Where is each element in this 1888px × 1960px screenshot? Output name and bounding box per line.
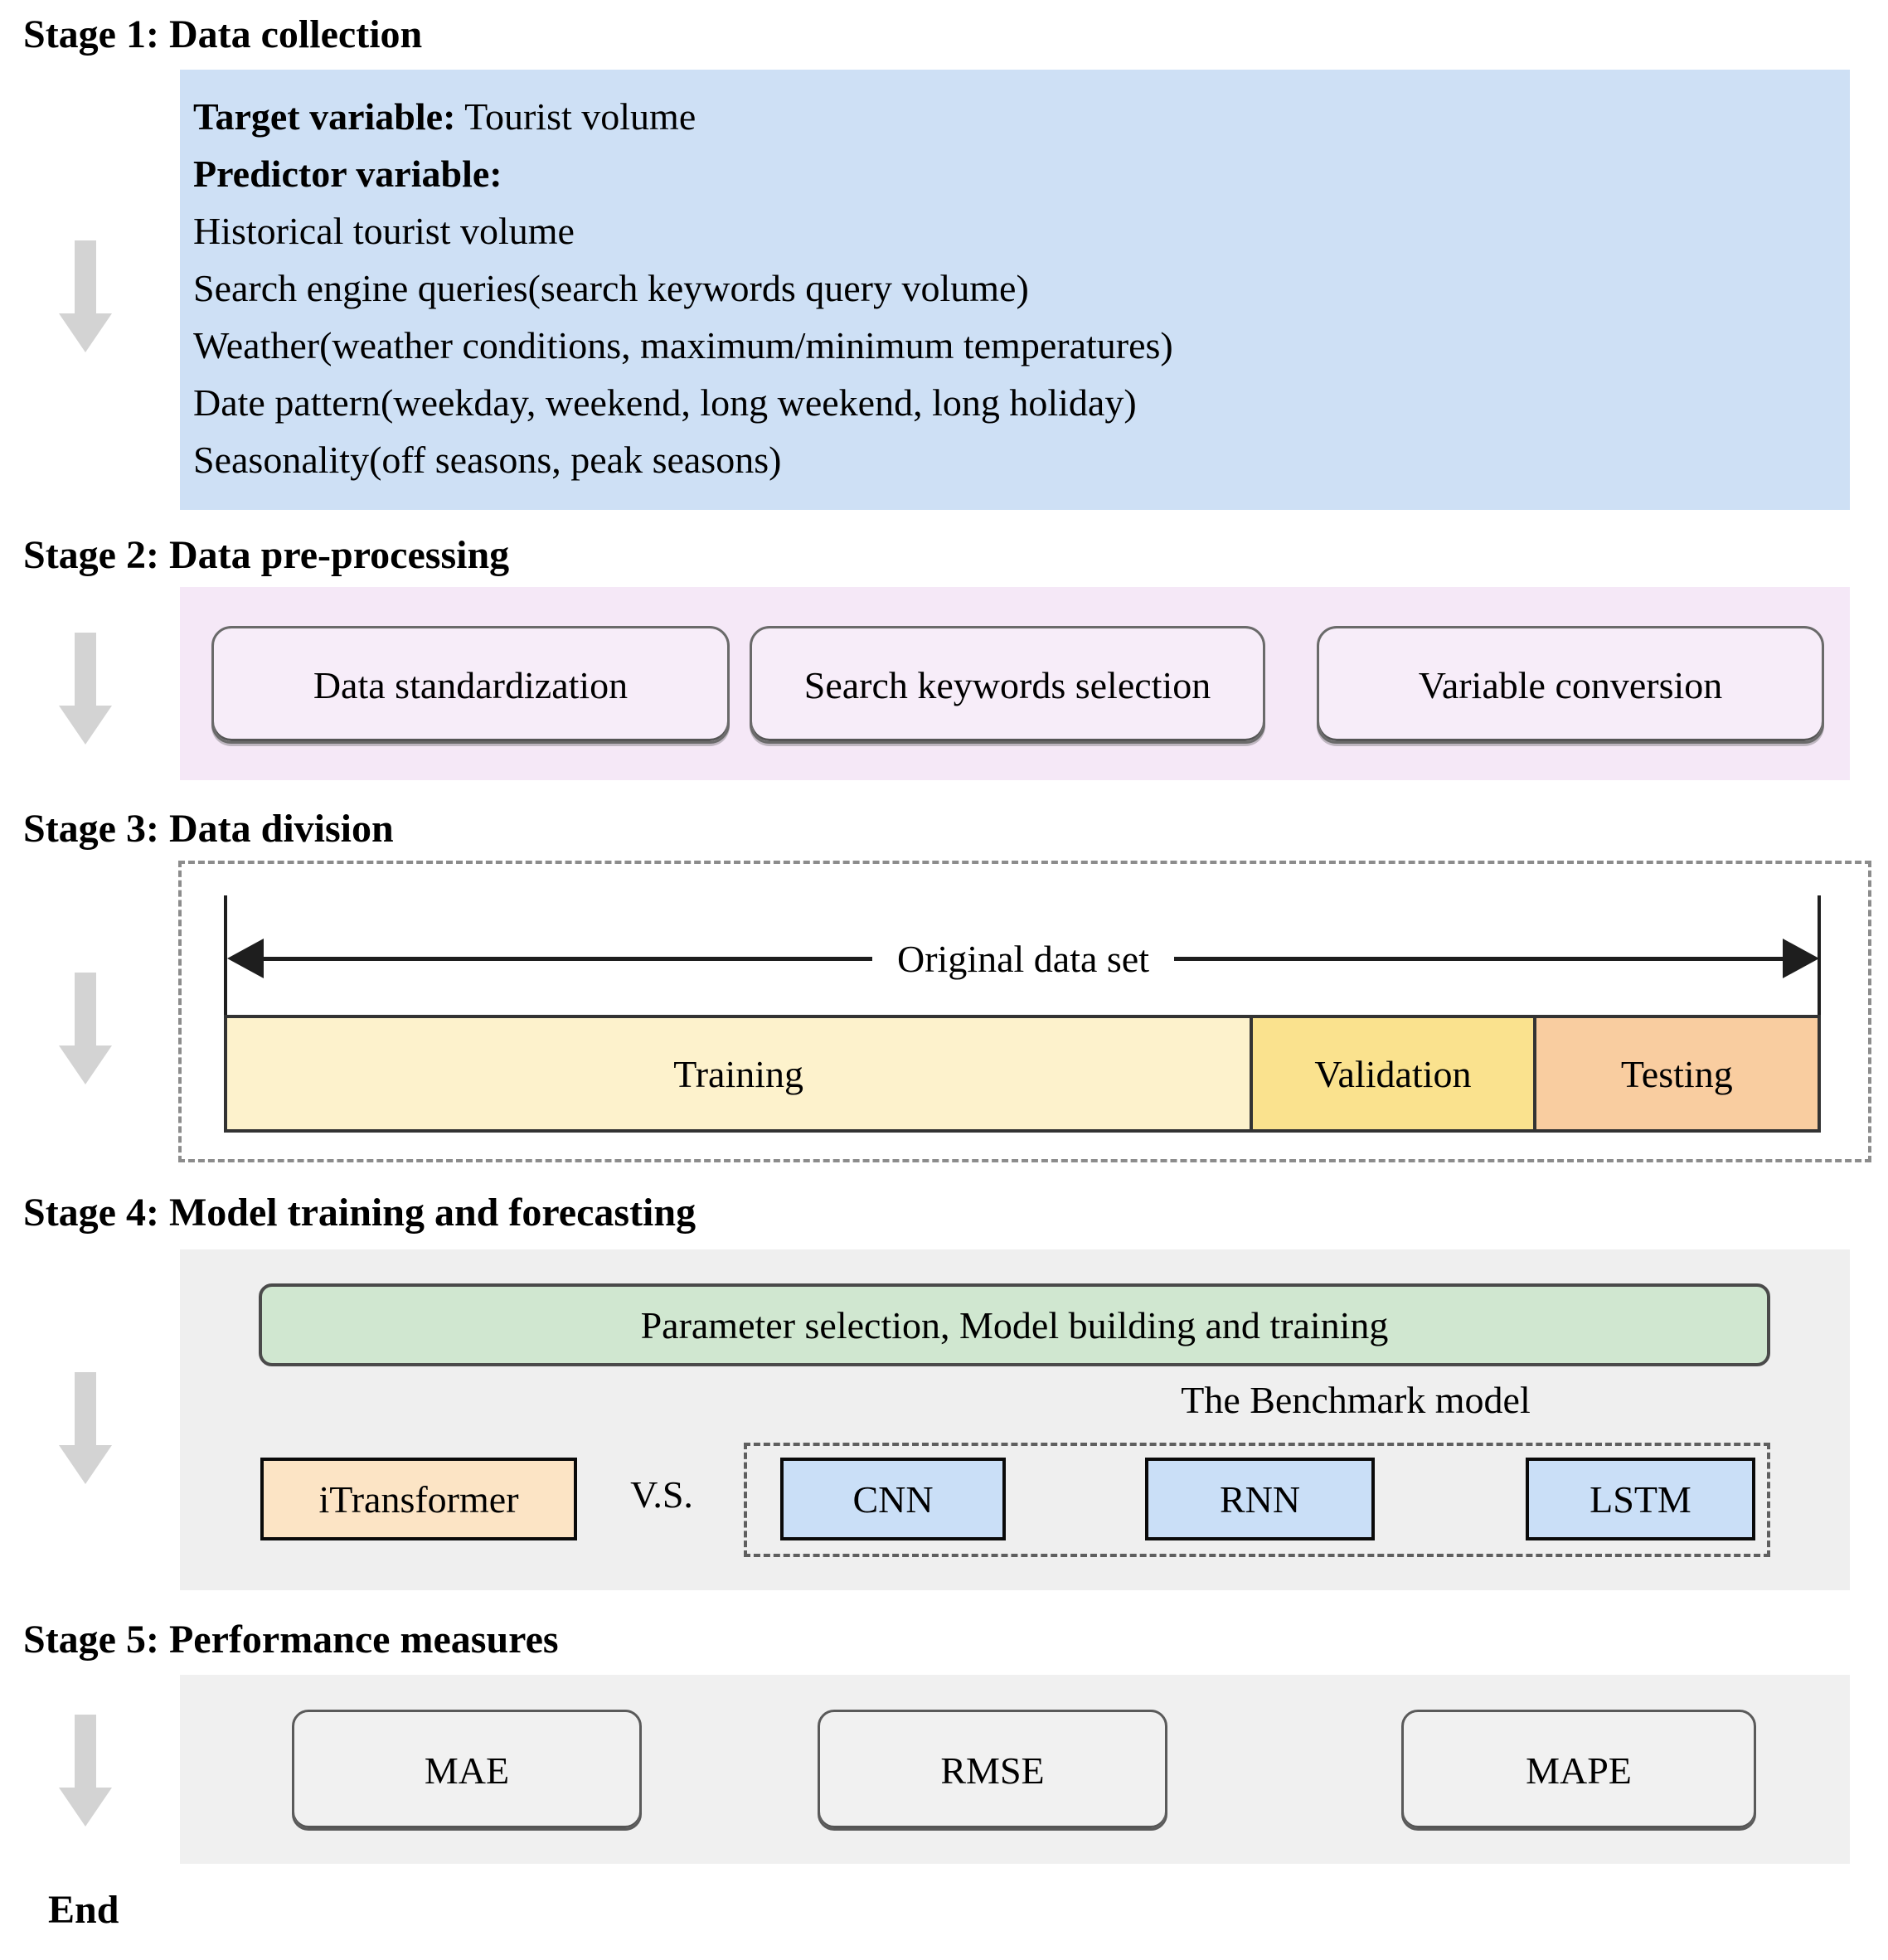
down-arrow-icon bbox=[59, 633, 112, 745]
stage5-performance-box: MAE RMSE MAPE bbox=[180, 1675, 1850, 1864]
predictor-variable-label: Predictor variable: bbox=[193, 153, 502, 195]
data-split-bar: Training Validation Testing bbox=[224, 1015, 1821, 1133]
arrow-line bbox=[1174, 956, 1784, 961]
predictor-item: Search engine queries(search keywords qu… bbox=[193, 267, 1029, 309]
predictor-item: Weather(weather conditions, maximum/mini… bbox=[193, 324, 1173, 366]
stage2-heading: Stage 2: Data pre-processing bbox=[23, 533, 510, 577]
original-dataset-label: Original data set bbox=[897, 937, 1150, 980]
original-dataset-span-arrow: Original data set bbox=[227, 935, 1820, 982]
target-variable-value: Tourist volume bbox=[455, 95, 696, 138]
down-arrow-icon bbox=[59, 1715, 112, 1827]
cnn-box: CNN bbox=[780, 1458, 1006, 1540]
arrow-head bbox=[59, 706, 112, 745]
arrow-head bbox=[59, 1788, 112, 1827]
variable-conversion-box: Variable conversion bbox=[1317, 626, 1824, 744]
stage4-heading: Stage 4: Model training and forecasting bbox=[23, 1191, 696, 1235]
arrow-line bbox=[264, 956, 872, 961]
arrowhead-left-icon bbox=[227, 939, 264, 978]
arrow-stem bbox=[75, 633, 96, 706]
lstm-box: LSTM bbox=[1526, 1458, 1755, 1540]
predictor-item: Seasonality(off seasons, peak seasons) bbox=[193, 439, 782, 481]
stage1-data-collection-box: Target variable: Tourist volume Predicto… bbox=[180, 70, 1850, 510]
mape-box: MAPE bbox=[1401, 1710, 1756, 1831]
end-label: End bbox=[48, 1888, 119, 1932]
itransformer-box: iTransformer bbox=[260, 1458, 577, 1540]
arrow-stem bbox=[75, 240, 96, 313]
validation-segment: Validation bbox=[1250, 1018, 1533, 1129]
arrow-stem bbox=[75, 1372, 96, 1445]
arrow-head bbox=[59, 1445, 112, 1484]
down-arrow-icon bbox=[59, 973, 112, 1084]
testing-segment: Testing bbox=[1532, 1018, 1818, 1129]
arrow-head bbox=[59, 1045, 112, 1084]
predictor-item: Date pattern(weekday, weekend, long week… bbox=[193, 381, 1137, 424]
down-arrow-icon bbox=[59, 240, 112, 352]
rnn-box: RNN bbox=[1145, 1458, 1375, 1540]
arrowhead-right-icon bbox=[1783, 939, 1820, 978]
rmse-box: RMSE bbox=[818, 1710, 1167, 1831]
target-variable-label: Target variable: bbox=[193, 95, 456, 138]
search-keywords-selection-box: Search keywords selection bbox=[750, 626, 1265, 744]
data-standardization-box: Data standardization bbox=[211, 626, 730, 744]
arrow-stem bbox=[75, 1715, 96, 1788]
parameter-selection-box: Parameter selection, Model building and … bbox=[259, 1283, 1770, 1366]
stage3-heading: Stage 3: Data division bbox=[23, 807, 394, 851]
predictor-item: Historical tourist volume bbox=[193, 210, 575, 252]
benchmark-model-label: The Benchmark model bbox=[1181, 1379, 1531, 1421]
benchmark-dashed-frame bbox=[744, 1443, 1770, 1557]
stage2-preprocessing-box: Data standardization Search keywords sel… bbox=[180, 587, 1850, 780]
target-variable-line: Target variable: Tourist volume bbox=[193, 88, 1833, 145]
arrow-head bbox=[59, 313, 112, 352]
stage5-heading: Stage 5: Performance measures bbox=[23, 1618, 559, 1662]
arrow-stem bbox=[75, 973, 96, 1045]
data-division-dashed-frame bbox=[178, 861, 1871, 1162]
mae-box: MAE bbox=[292, 1710, 642, 1831]
training-segment: Training bbox=[227, 1018, 1250, 1129]
stage1-heading: Stage 1: Data collection bbox=[23, 12, 423, 56]
versus-label: V.S. bbox=[630, 1473, 693, 1516]
down-arrow-icon bbox=[59, 1372, 112, 1484]
dataset-left-tick bbox=[224, 895, 227, 1016]
